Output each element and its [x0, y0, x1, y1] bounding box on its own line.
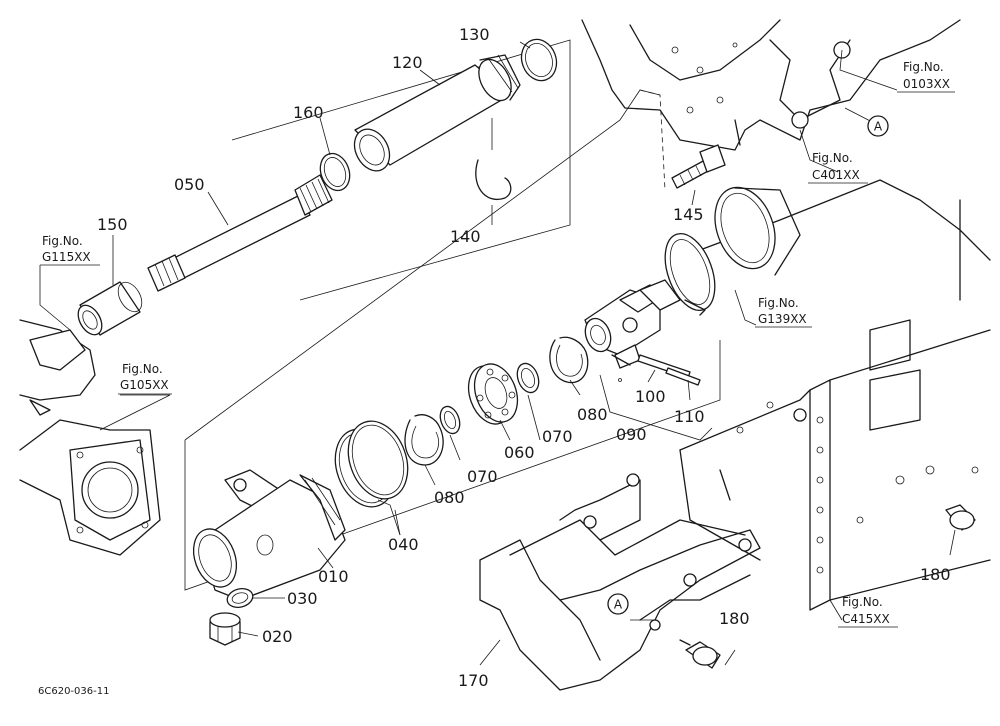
- label-130: 130: [459, 25, 490, 44]
- part-060-bearing: [467, 363, 519, 425]
- label-010: 010: [318, 567, 349, 586]
- label-030: 030: [287, 589, 318, 608]
- fig-ref-g115[interactable]: Fig.No. G115XX: [40, 234, 100, 266]
- svg-text:Fig.No.: Fig.No.: [758, 296, 799, 310]
- label-040: 040: [388, 535, 419, 554]
- fig-ref-g105[interactable]: Fig.No. G105XX: [118, 362, 172, 395]
- reference-mark-a-lower: A: [607, 593, 629, 615]
- svg-text:Fig.No.: Fig.No.: [42, 234, 83, 248]
- part-040-o-ring-2: [347, 420, 409, 500]
- label-150: 150: [97, 215, 128, 234]
- universal-joint: [584, 279, 681, 369]
- svg-text:C415XX: C415XX: [842, 612, 890, 626]
- label-180-right: 180: [920, 565, 951, 584]
- part-080-snap-ring-upper: [549, 336, 589, 384]
- reference-mark-a-upper: A: [867, 115, 889, 137]
- bolt-leader-dashed: [639, 89, 666, 191]
- label-050: 050: [174, 175, 205, 194]
- part-170-bracket: [479, 473, 761, 691]
- svg-text:Fig.No.: Fig.No.: [122, 362, 163, 376]
- part-120-sleeve: [353, 54, 521, 172]
- label-140: 140: [450, 227, 481, 246]
- leader-lines: [39, 41, 956, 666]
- drawing-code: 6C620-036-11: [38, 686, 109, 697]
- label-120: 120: [392, 53, 423, 72]
- label-070-upper: 070: [542, 427, 573, 446]
- svg-text:A: A: [874, 120, 883, 134]
- part-020-plug: [209, 612, 241, 646]
- part-080-snap-ring-lower: [404, 414, 444, 466]
- fig-ref-c401[interactable]: Fig.No. C401XX: [808, 151, 868, 184]
- label-090: 090: [616, 425, 647, 444]
- svg-text:Fig.No.: Fig.No.: [903, 60, 944, 74]
- fig-ref-c415[interactable]: Fig.No. C415XX: [838, 595, 898, 628]
- label-080-lower: 080: [434, 488, 465, 507]
- upper-assembly-outline: [231, 39, 571, 301]
- label-100: 100: [635, 387, 666, 406]
- fig-ref-g139[interactable]: Fig.No. G139XX: [755, 296, 812, 328]
- part-130-o-ring: [520, 38, 558, 82]
- svg-text:Fig.No.: Fig.No.: [812, 151, 853, 165]
- svg-text:G105XX: G105XX: [120, 378, 169, 392]
- lower-assembly-outline: [184, 340, 721, 591]
- part-110-pin: [665, 367, 701, 386]
- part-180-bolt-lower: [679, 639, 721, 669]
- label-160: 160: [293, 103, 324, 122]
- part-150-coupling: [77, 281, 143, 336]
- fig-ref-0103[interactable]: Fig.No. 0103XX: [897, 60, 955, 93]
- svg-text:A: A: [614, 598, 623, 612]
- svg-text:Fig.No.: Fig.No.: [842, 595, 883, 609]
- label-020: 020: [262, 627, 293, 646]
- part-180-bolt-right: [945, 504, 976, 531]
- part-160-o-ring: [319, 152, 351, 192]
- axle-housing: [19, 319, 161, 556]
- svg-text:G115XX: G115XX: [42, 250, 91, 264]
- part-145-bolt: [671, 144, 726, 189]
- svg-text:0103XX: 0103XX: [903, 77, 950, 91]
- part-140-circlip: [475, 159, 512, 201]
- part-070-ring-upper: [516, 362, 540, 394]
- part-010-housing: [192, 469, 346, 601]
- collar-g139: [664, 186, 801, 316]
- label-070-lower: 070: [467, 467, 498, 486]
- svg-text:G139XX: G139XX: [758, 312, 807, 326]
- svg-text:C401XX: C401XX: [812, 168, 860, 182]
- label-170: 170: [458, 671, 489, 690]
- label-080-upper: 080: [577, 405, 608, 424]
- part-050-shaft: [147, 174, 333, 292]
- label-060: 060: [504, 443, 535, 462]
- label-180-lower: 180: [719, 609, 750, 628]
- label-145: 145: [673, 205, 704, 224]
- part-030-washer: [226, 588, 254, 608]
- label-110: 110: [674, 407, 705, 426]
